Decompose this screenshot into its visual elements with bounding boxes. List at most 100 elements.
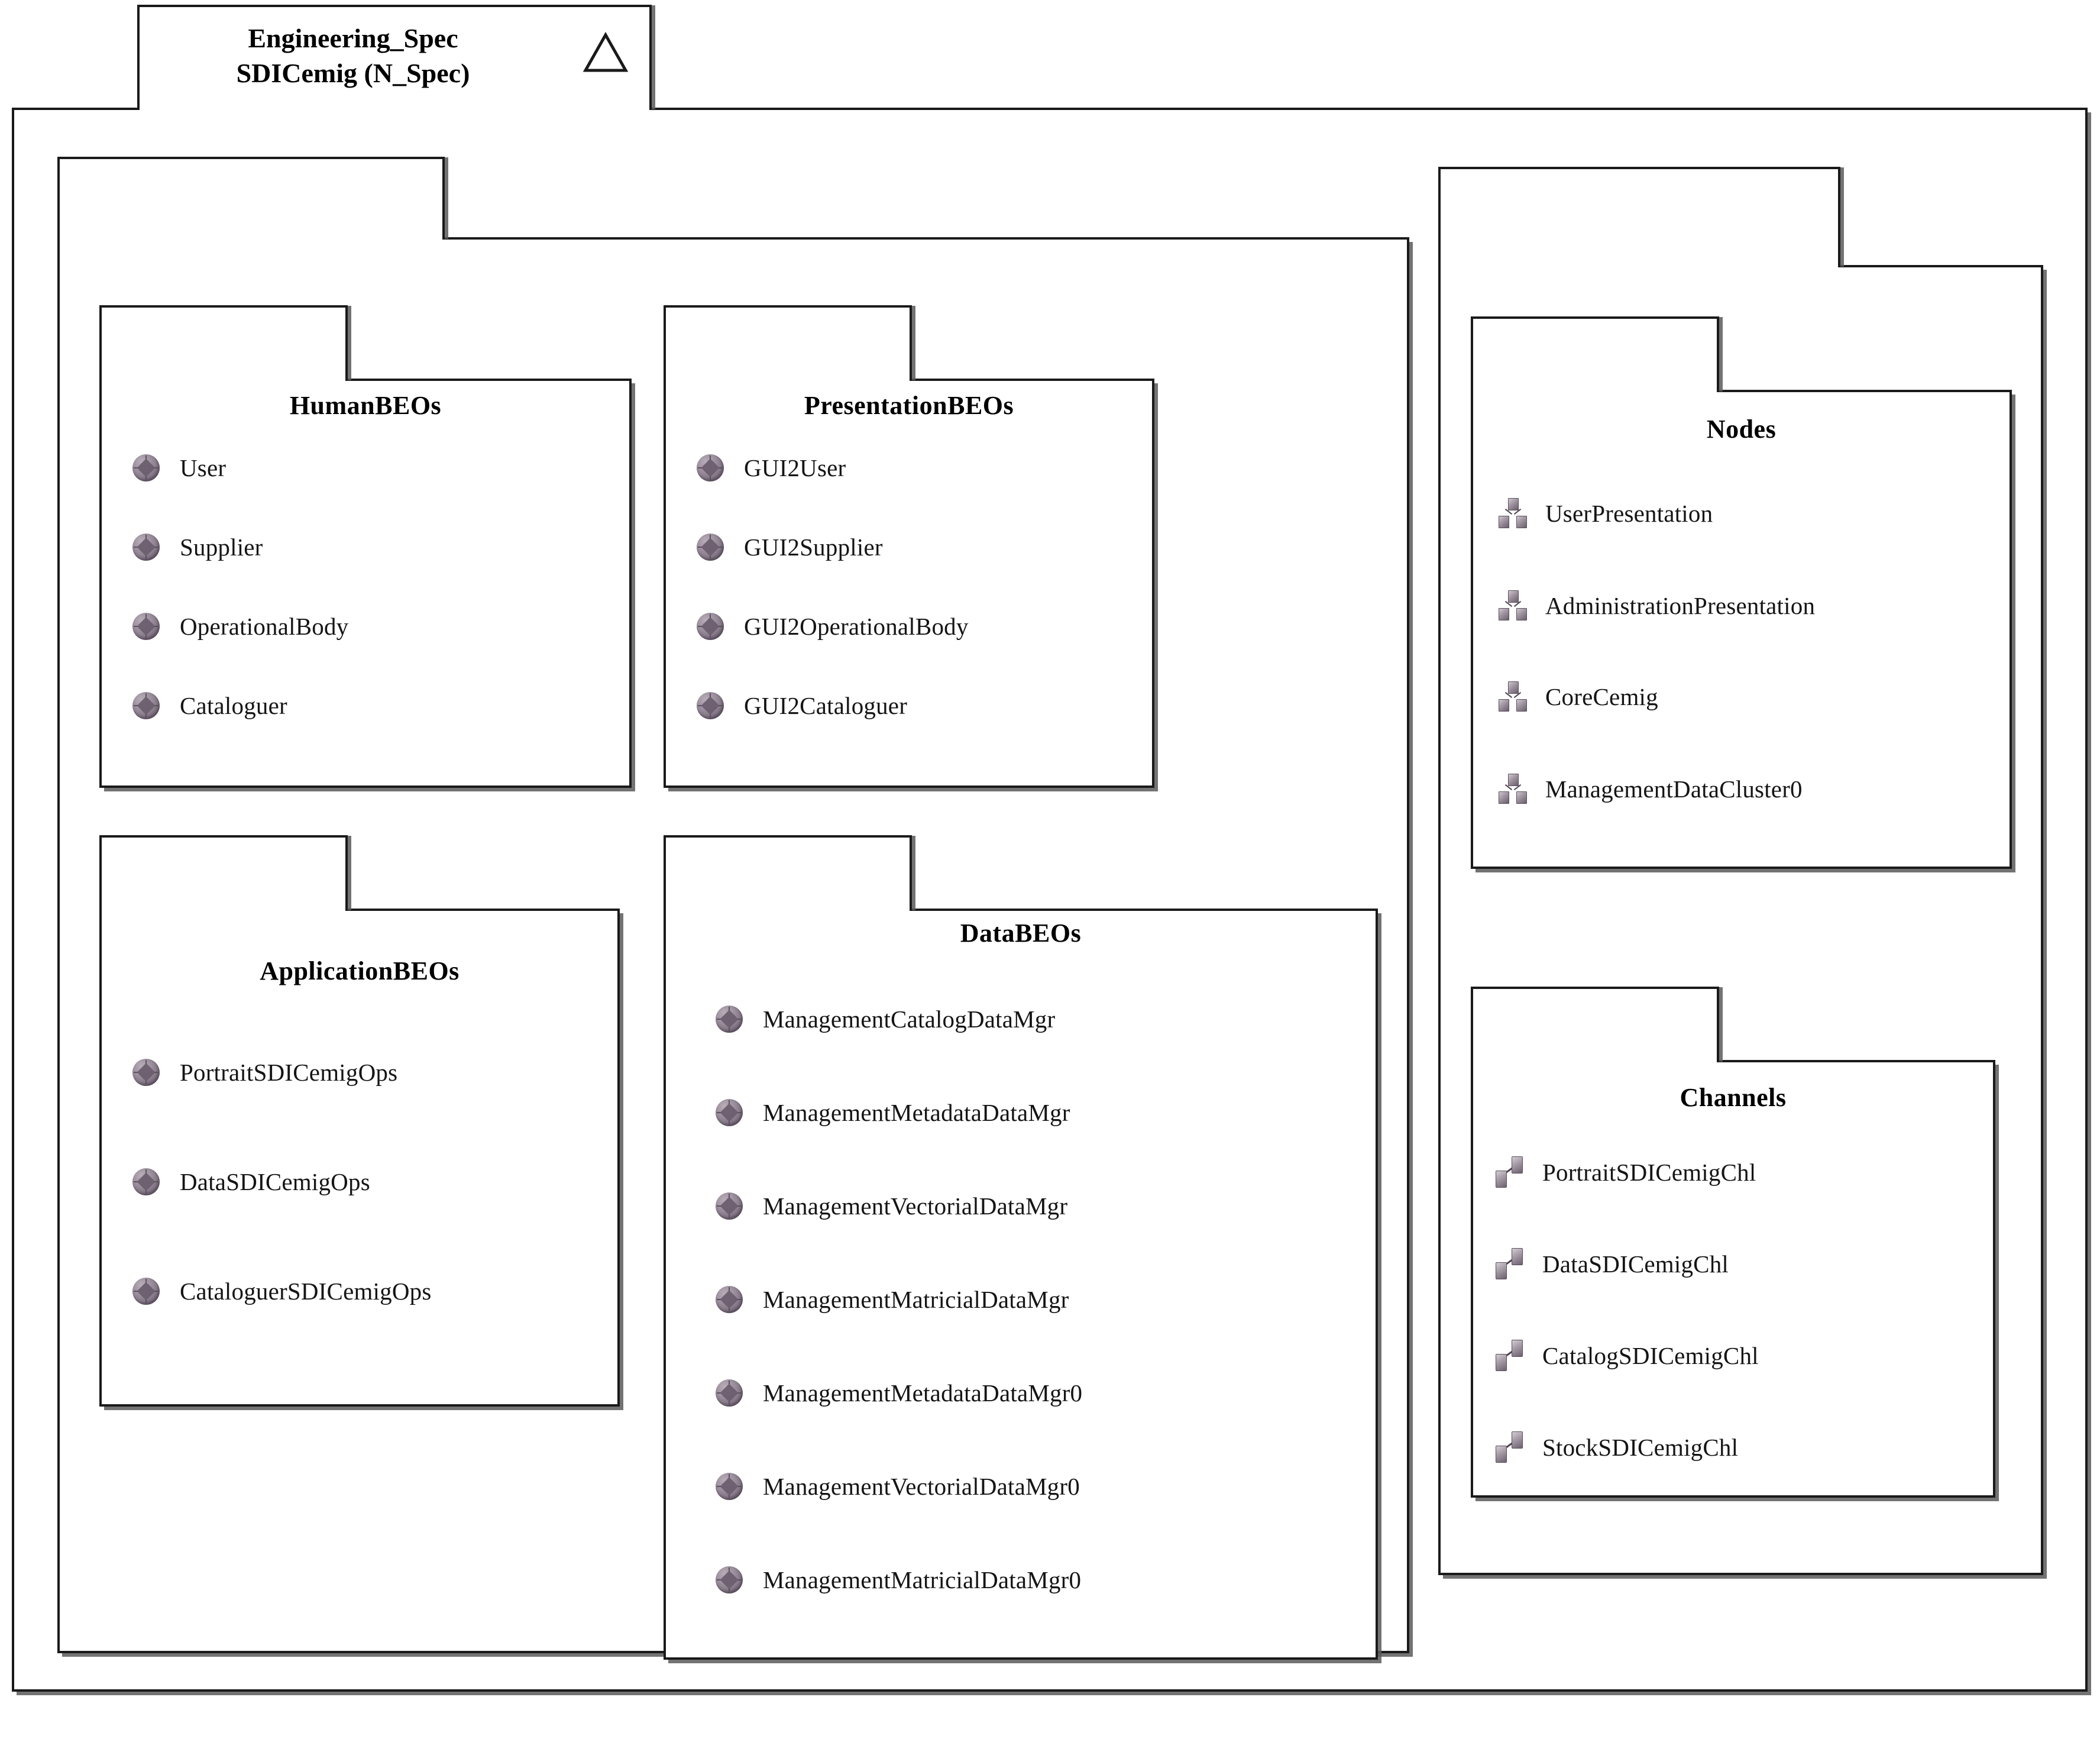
nodes-tab-mask — [1473, 389, 1717, 393]
list-item[interactable]: UserPresentation — [1498, 498, 1713, 529]
list-item-label: ManagementVectorialDataMgr0 — [763, 1472, 1080, 1500]
list-item-label: PortraitSDICemigOps — [180, 1058, 398, 1086]
channels-title: Channels — [1680, 1083, 1787, 1112]
object-sphere-icon — [716, 1099, 743, 1126]
list-item-label: User — [180, 454, 226, 481]
list-item[interactable]: CatalogSDICemigChl — [1495, 1340, 1759, 1372]
list-item-label: ManagementDataCluster0 — [1545, 775, 1803, 803]
list-item-label: GUI2User — [744, 454, 846, 481]
node-icon — [1498, 681, 1528, 712]
list-item[interactable]: DataSDICemigChl — [1495, 1248, 1729, 1280]
channels-body — [1471, 1060, 1995, 1498]
list-item[interactable]: ManagementMetadataDataMgr — [716, 1099, 1070, 1126]
channel-icon — [1495, 1248, 1526, 1280]
presentationbeos-body — [664, 379, 1154, 788]
channel-icon — [1495, 1340, 1526, 1372]
list-item-label: ManagementMetadataDataMgr — [763, 1098, 1070, 1126]
object-sphere-icon — [716, 1192, 743, 1220]
list-item-label: CatalogSDICemigChl — [1542, 1342, 1759, 1369]
list-item[interactable]: GUI2OperationalBody — [697, 613, 969, 640]
node-icon — [1498, 774, 1528, 804]
list-item[interactable]: ManagementMetadataDataMgr0 — [716, 1379, 1082, 1407]
list-item-label: ManagementVectorialDataMgr — [763, 1192, 1068, 1220]
list-item[interactable]: ManagementCatalogDataMgr — [716, 1006, 1055, 1033]
list-item-label: PortraitSDICemigChl — [1542, 1158, 1756, 1186]
root-package-tab[interactable] — [137, 5, 652, 110]
applicationbeos-body — [99, 909, 620, 1407]
presentationbeos-title: PresentationBEOs — [804, 391, 1014, 420]
object-sphere-icon — [132, 1168, 160, 1195]
root-title-line-2: SDICemig (N_Spec) — [236, 57, 470, 88]
humanbeos-tab-mask — [102, 377, 345, 382]
presentationbeos-tab-mask — [666, 377, 910, 382]
object-sphere-icon — [132, 1059, 160, 1086]
humanbeos-title: HumanBEOs — [289, 391, 442, 420]
list-item[interactable]: ManagementDataCluster0 — [1498, 774, 1803, 804]
list-item[interactable]: GUI2User — [697, 454, 846, 481]
list-item[interactable]: StockSDICemigChl — [1495, 1431, 1738, 1463]
channel-icon — [1495, 1156, 1526, 1188]
list-item[interactable]: DataSDICemigOps — [132, 1168, 370, 1195]
root-title-line-1: Engineering_Spec — [248, 23, 458, 53]
list-item-label: DataSDICemigOps — [180, 1168, 370, 1195]
list-item-label: CoreCemig — [1545, 683, 1658, 710]
object-sphere-icon — [716, 1006, 743, 1033]
object-sphere-icon — [716, 1379, 743, 1407]
object-sphere-icon — [132, 454, 160, 481]
object-sphere-icon — [697, 613, 724, 640]
list-item-label: ManagementCatalogDataMgr — [763, 1005, 1056, 1033]
object-sphere-icon — [132, 1278, 160, 1305]
databeos-title: DataBEOs — [960, 919, 1082, 948]
list-item[interactable]: PortraitSDICemigChl — [1495, 1156, 1756, 1188]
nv-objects-tab[interactable] — [57, 157, 445, 240]
list-item[interactable]: AdministrationPresentation — [1498, 590, 1815, 621]
object-sphere-icon — [132, 692, 160, 719]
nodes-tab[interactable] — [1471, 316, 1719, 392]
list-item[interactable]: OperationalBody — [132, 613, 348, 640]
root-package-title: Engineering_Spec SDICemig (N_Spec) — [149, 21, 557, 91]
list-item[interactable]: CataloguerSDICemigOps — [132, 1278, 432, 1305]
object-sphere-icon — [132, 534, 160, 561]
applicationbeos-title: ApplicationBEOs — [260, 956, 460, 985]
list-item-label: Supplier — [180, 533, 263, 561]
channels-tab[interactable] — [1471, 987, 1719, 1062]
list-item-label: ManagementMetadataDataMgr0 — [763, 1379, 1083, 1407]
object-sphere-icon — [716, 1473, 743, 1500]
list-item[interactable]: ManagementMatricialDataMgr — [716, 1286, 1069, 1313]
object-sphere-icon — [697, 692, 724, 719]
list-item[interactable]: Cataloguer — [132, 692, 287, 719]
databeos-tab[interactable] — [664, 835, 912, 911]
humanbeos-body — [99, 379, 632, 788]
root-tab-mask — [140, 106, 649, 111]
humanbeos-tab[interactable] — [99, 305, 348, 381]
object-sphere-icon — [716, 1286, 743, 1313]
object-sphere-icon — [716, 1566, 743, 1593]
nodes-title: Nodes — [1706, 415, 1777, 444]
list-item-label: OperationalBody — [180, 612, 349, 640]
presentationbeos-tab[interactable] — [664, 305, 912, 381]
channel-icon — [1495, 1431, 1526, 1463]
list-item[interactable]: CoreCemig — [1498, 681, 1658, 712]
applicationbeos-tab[interactable] — [99, 835, 348, 911]
list-item[interactable]: PortraitSDICemigOps — [132, 1059, 397, 1086]
list-item-label: CataloguerSDICemigOps — [180, 1277, 432, 1305]
list-item[interactable]: GUI2Supplier — [697, 534, 883, 561]
databeos-tab-mask — [666, 907, 910, 912]
list-item-label: UserPresentation — [1545, 499, 1713, 527]
list-item-label: GUI2Supplier — [744, 533, 883, 561]
triangle-icon — [583, 31, 629, 77]
list-item[interactable]: ManagementMatricialDataMgr0 — [716, 1566, 1081, 1593]
list-item[interactable]: Supplier — [132, 534, 263, 561]
list-item[interactable]: User — [132, 454, 226, 481]
channels-tab-mask — [1473, 1059, 1717, 1064]
list-item[interactable]: ManagementVectorialDataMgr — [716, 1192, 1067, 1220]
node-icon — [1498, 590, 1528, 621]
node-icon — [1498, 498, 1528, 529]
databeos-body — [664, 909, 1378, 1660]
objectsdistribution-tab[interactable] — [1438, 167, 1840, 267]
objectsdistribution-tab-mask — [1441, 264, 1838, 269]
object-sphere-icon — [697, 454, 724, 481]
list-item[interactable]: ManagementVectorialDataMgr0 — [716, 1473, 1080, 1500]
list-item[interactable]: GUI2Cataloguer — [697, 692, 907, 719]
